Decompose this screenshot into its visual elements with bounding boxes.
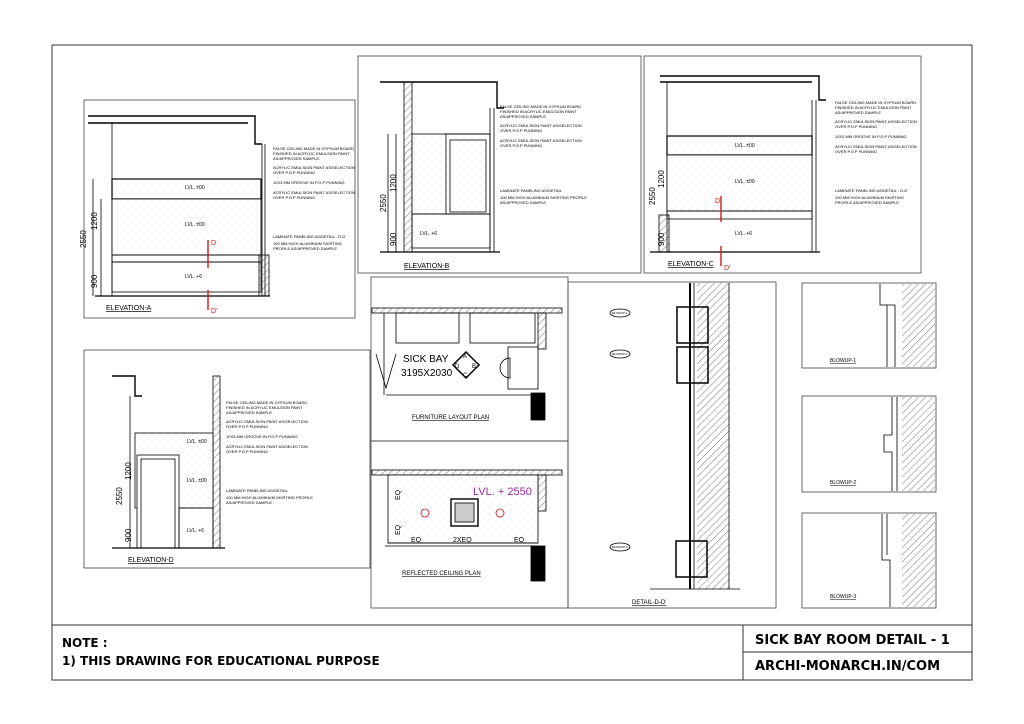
note: ACRYLIC EMULSION PAINT AS/SELECTION OVER…	[273, 165, 355, 175]
elev-d-dim-1200: 1200	[124, 462, 133, 480]
elev-c-level: LVL. +6	[735, 231, 752, 237]
section-mark-d: D	[715, 198, 720, 205]
note: 10X3 MM GROOVE IN P.O.P PUNNING	[835, 134, 907, 139]
key-letter-d: D	[455, 364, 460, 370]
elev-a-notes: FALSE CEILING MADE IN GYPSUM BOARD FINIS…	[273, 146, 355, 251]
blowup-tag-2: BLOWUP-2	[612, 352, 628, 356]
elev-c-level: LVL. ±00	[735, 143, 755, 149]
elevation-b	[357, 55, 642, 274]
elev-a-level: LVL. +6	[185, 274, 202, 280]
note: 100 MM HIGH ALUMINIUM SKIRTING PROFILE A…	[835, 195, 904, 205]
detail-d-d	[567, 281, 777, 609]
key-letter-c: C	[463, 373, 468, 379]
note: FALSE CEILING MADE IN GYPSUM BOARD FINIS…	[500, 104, 582, 119]
room-size: 3195X2030	[401, 368, 453, 379]
furniture-plan-title: FURNITURE LAYOUT PLAN	[412, 415, 489, 421]
note: LAMINATE PANELING AS/DETAIL - D-D'	[273, 234, 347, 239]
blowup-tag-3: BLOWUP-3	[612, 545, 628, 549]
elev-b-dim-900: 900	[389, 232, 398, 246]
blowup-1-title: BLOWUP-1	[830, 358, 856, 364]
elev-d-dim-2550: 2550	[115, 487, 124, 505]
note: ACRYLIC EMULSION PAINT AS/SELECTION OVER…	[500, 138, 582, 148]
note: FALSE CEILING MADE IN GYPSUM BOARD FINIS…	[226, 400, 308, 415]
elev-d-level: LVL. ±00	[187, 439, 207, 445]
note: 100 MM HIGH ALUMINIUM SKIRTING PROFILE A…	[273, 241, 342, 251]
elevation-c	[643, 55, 922, 274]
ceiling-dim-eq: EQ	[395, 489, 402, 500]
website-label: ARCHI-MONARCH.IN/COM	[755, 659, 940, 674]
ceiling-dim-eq: EQ	[395, 524, 402, 535]
note: LAMINATE PANELING AS/DETAIL - D-D'	[835, 188, 909, 193]
elev-d-notes: FALSE CEILING MADE IN GYPSUM BOARD FINIS…	[226, 400, 314, 505]
note: ACRYLIC EMULSION PAINT AS/SELECTION OVER…	[226, 444, 308, 454]
elev-c-dim-2550: 2550	[648, 187, 657, 205]
elevation-b-title: ELEVATION-B	[404, 263, 450, 270]
ceiling-plan-title: REFLECTED CEILING PLAN	[402, 571, 481, 577]
elev-c-dim-1200: 1200	[657, 170, 666, 188]
note-heading: NOTE :	[62, 636, 108, 650]
blowup-2-title: BLOWUP-2	[830, 480, 856, 486]
room-name: SICK BAY	[403, 354, 449, 365]
elevation-c-title: ELEVATION-C	[668, 261, 714, 268]
note: ACRYLIC EMULSION PAINT AS/SELECTION OVER…	[835, 144, 917, 154]
note: ACRYLIC EMULSION PAINT AS/SELECTION OVER…	[226, 419, 308, 429]
note: 100 MM HIGH ALUMINIUM SKIRTING PROFILE A…	[500, 195, 588, 205]
elev-a-dim-900: 900	[90, 274, 99, 288]
elev-b-dim-1200: 1200	[389, 174, 398, 192]
elev-b-level: LVL. +6	[420, 231, 437, 237]
elev-c-level: LVL. ±00	[735, 179, 755, 185]
note: 10X3 MM GROOVE IN P.O.P PUNNING	[226, 434, 298, 439]
sheet-border	[51, 44, 973, 681]
reflected-ceiling-plan	[370, 440, 569, 609]
elevation-d-title: ELEVATION-D	[128, 557, 174, 564]
blowup-tag-1: BLOWUP-1	[612, 311, 628, 315]
elev-b-notes: FALSE CEILING MADE IN GYPSUM BOARD FINIS…	[500, 104, 588, 205]
ceiling-level: LVL. + 2550	[473, 486, 532, 498]
ceiling-dim-eq: EQ	[411, 537, 422, 544]
elev-d-level: LVL. ±00	[187, 478, 207, 484]
section-mark-d-prime: D'	[211, 308, 217, 315]
note: LAMINATE PANELING AS/DETAIL	[500, 188, 562, 193]
ceiling-dim-2xeq: 2XEQ	[453, 537, 472, 544]
elevation-a-title: ELEVATION-A	[106, 305, 152, 312]
note-line: 1) THIS DRAWING FOR EDUCATIONAL PURPOSE	[62, 654, 380, 668]
note: ACRYLIC EMULSION PAINT AS/SELECTION OVER…	[500, 123, 582, 133]
section-mark-d-prime: D'	[724, 265, 730, 272]
note: 100 MM HIGH ALUMINIUM SKIRTING PROFILE A…	[226, 495, 314, 505]
sheet-title: SICK BAY ROOM DETAIL - 1	[755, 633, 950, 648]
note: ACRYLIC EMULSION PAINT AS/SELECTION OVER…	[835, 119, 917, 129]
elev-a-dim-2550: 2550	[79, 230, 88, 248]
elev-a-level: LVL. ±00	[185, 185, 205, 191]
title-block	[52, 624, 972, 680]
note: LAMINATE PANELING AS/DETAIL	[226, 488, 288, 493]
elev-d-level: LVL. +6	[187, 528, 204, 534]
elev-b-dim-2550: 2550	[379, 194, 388, 212]
detail-d-d-title: DETAIL-D-D'	[632, 600, 666, 606]
elev-c-dim-900: 900	[657, 232, 666, 246]
elev-d-dim-900: 900	[124, 528, 133, 542]
elevation-d	[83, 349, 371, 569]
elev-a-dim-1200: 1200	[90, 212, 99, 230]
note: 10X3 MM GROOVE IN P.O.P PUNNING	[273, 180, 345, 185]
key-letter-b: B	[472, 364, 476, 370]
elev-a-level: LVL. ±00	[185, 222, 205, 228]
blowup-3-title: BLOWUP-3	[830, 594, 856, 600]
key-letter-a: A	[463, 354, 467, 360]
note: FALSE CEILING MADE IN GYPSUM BOARD FINIS…	[273, 146, 355, 161]
elev-c-notes: FALSE CEILING MADE IN GYPSUM BOARD FINIS…	[835, 100, 917, 205]
blowup-panels	[801, 282, 937, 609]
elevation-a	[83, 99, 356, 319]
ceiling-dim-eq: EQ	[514, 537, 525, 544]
note: FALSE CEILING MADE IN GYPSUM BOARD FINIS…	[835, 100, 917, 115]
note: ACRYLIC EMULSION PAINT AS/SELECTION OVER…	[273, 190, 355, 200]
section-mark-d: D	[211, 240, 216, 247]
